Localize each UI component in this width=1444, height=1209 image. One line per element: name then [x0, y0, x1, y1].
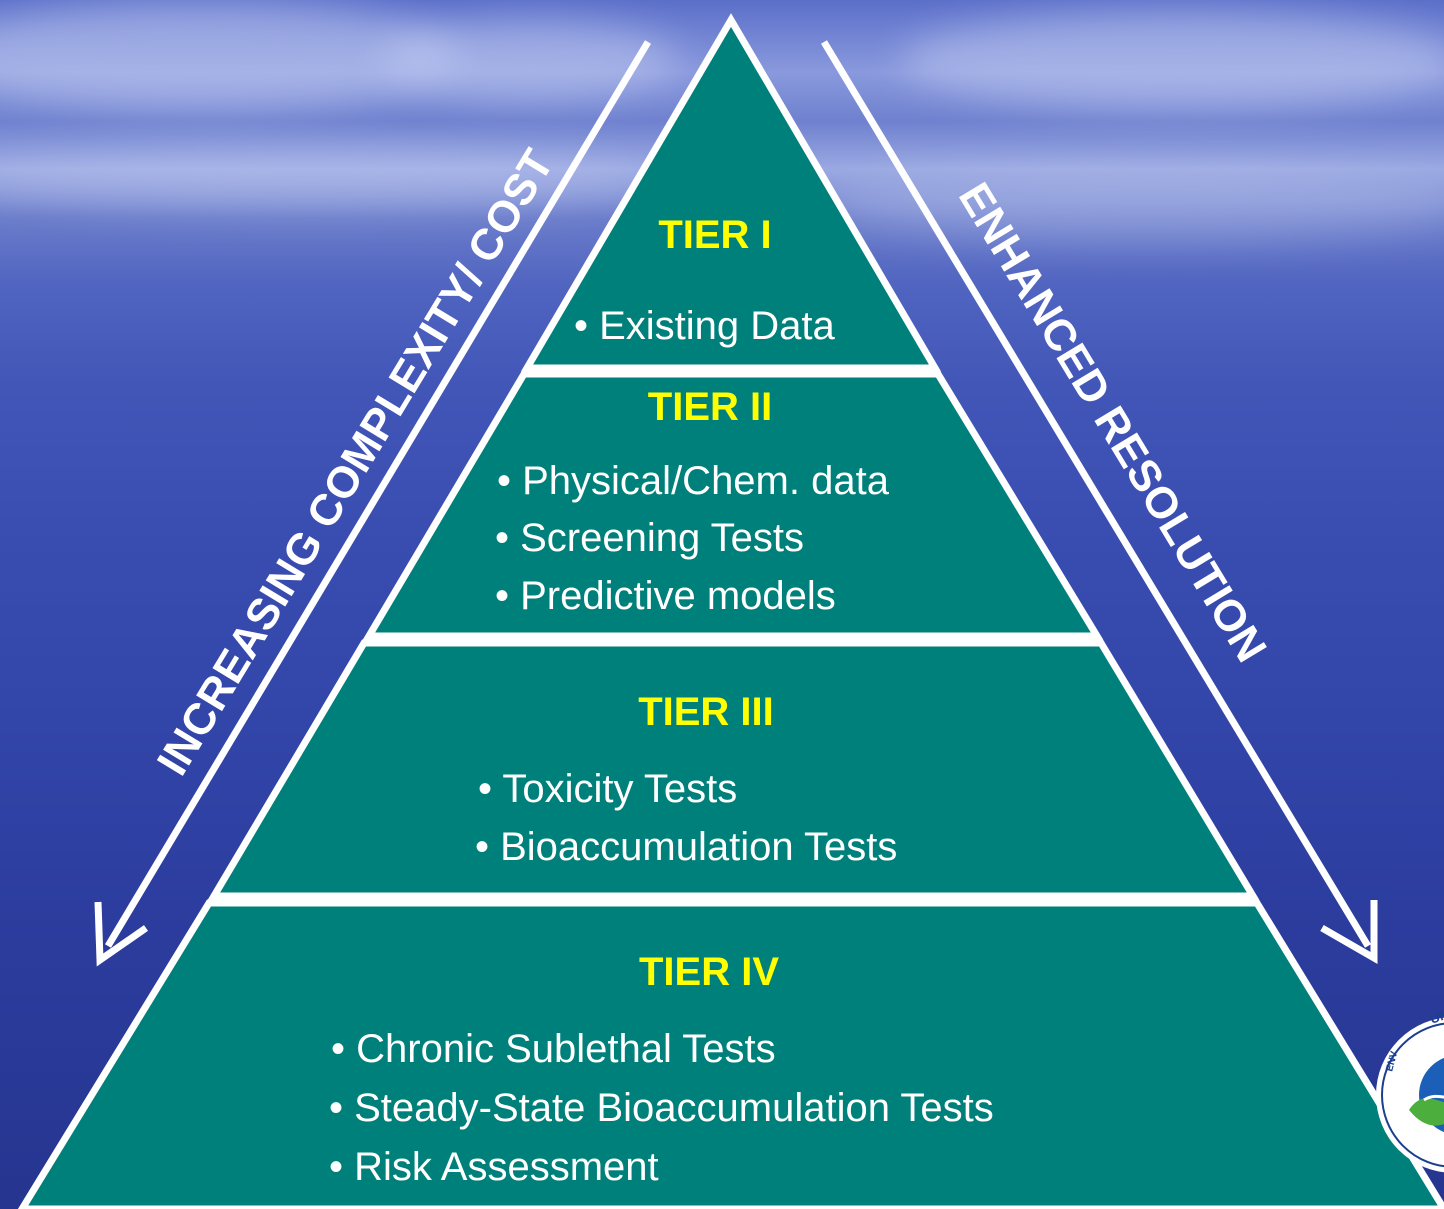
- tier-3-item: • Toxicity Tests: [478, 767, 737, 811]
- left-arrow: [94, 40, 652, 967]
- svg-text:ENV: ENV: [1384, 1050, 1400, 1073]
- tier-3-title: TIER III: [638, 690, 774, 734]
- tier-4-item: • Chronic Sublethal Tests: [331, 1027, 776, 1071]
- tier-1-item: • Existing Data: [574, 304, 836, 348]
- tier-2-item: • Screening Tests: [495, 516, 804, 560]
- epa-seal-icon: UNITE ENV: [1374, 1000, 1444, 1190]
- tier-3-segment: [207, 639, 1260, 900]
- tier-4-title: TIER IV: [639, 950, 779, 994]
- tier-1-title: TIER I: [658, 213, 771, 257]
- tier-2-item: • Predictive models: [495, 574, 836, 618]
- tier-3-item: • Bioaccumulation Tests: [475, 825, 897, 869]
- tier-2-item: • Physical/Chem. data: [497, 459, 890, 503]
- tier-4-item: • Risk Assessment: [329, 1145, 659, 1189]
- tier-2-segment: [362, 370, 1104, 640]
- right-arrow: [821, 40, 1378, 965]
- tier-4-segment: [17, 899, 1444, 1209]
- tier-4-item: • Steady-State Bioaccumulation Tests: [329, 1086, 994, 1130]
- tier-2-title: TIER II: [648, 385, 772, 429]
- tier-1-segment: [520, 13, 942, 372]
